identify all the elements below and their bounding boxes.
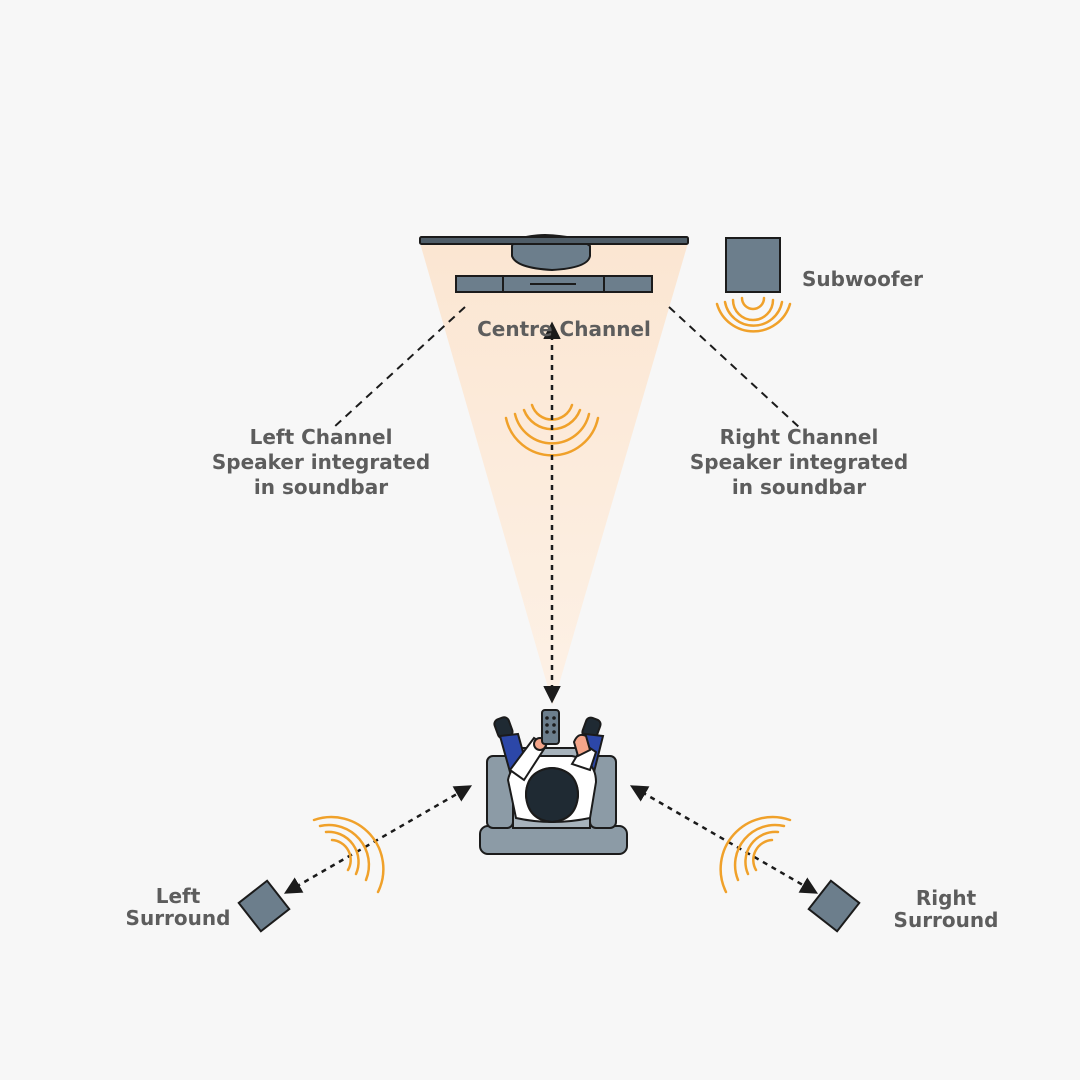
subwoofer-icon bbox=[725, 237, 781, 293]
right-channel-leader-line bbox=[668, 306, 801, 429]
svg-text:Speaker integrated: Speaker integrated bbox=[212, 450, 430, 474]
right-surround-sound-waves-icon bbox=[719, 815, 792, 894]
subwoofer-label: Subwoofer bbox=[802, 267, 923, 291]
svg-text:Right: Right bbox=[916, 886, 977, 910]
right-surround-label: Right Surround bbox=[894, 886, 999, 932]
left-surround-arrow bbox=[283, 785, 473, 894]
svg-text:in soundbar: in soundbar bbox=[732, 475, 866, 499]
svg-text:Left Channel: Left Channel bbox=[250, 425, 393, 449]
svg-text:Surround: Surround bbox=[126, 906, 231, 930]
centre-channel-label: Centre Channel bbox=[477, 317, 651, 341]
svg-text:in soundbar: in soundbar bbox=[254, 475, 388, 499]
right-channel-label: Right Channel Speaker integrated in soun… bbox=[690, 425, 908, 499]
svg-text:Left: Left bbox=[156, 884, 201, 908]
remote-control-icon bbox=[541, 709, 560, 745]
left-channel-leader-line bbox=[332, 306, 466, 429]
tv-icon bbox=[419, 233, 689, 272]
left-surround-label: Left Surround bbox=[126, 884, 231, 930]
right-surround-speaker-icon bbox=[807, 879, 861, 933]
left-surround-sound-waves-icon bbox=[312, 815, 385, 894]
svg-text:Speaker integrated: Speaker integrated bbox=[690, 450, 908, 474]
svg-text:Surround: Surround bbox=[894, 908, 999, 932]
soundbar-icon bbox=[455, 275, 653, 293]
left-surround-speaker-icon bbox=[237, 879, 291, 933]
svg-text:Right Channel: Right Channel bbox=[720, 425, 879, 449]
left-channel-label: Left Channel Speaker integrated in sound… bbox=[212, 425, 430, 499]
right-surround-arrow bbox=[629, 785, 819, 894]
person-on-chair-icon bbox=[479, 716, 628, 855]
subwoofer-sound-waves-icon bbox=[715, 296, 792, 333]
